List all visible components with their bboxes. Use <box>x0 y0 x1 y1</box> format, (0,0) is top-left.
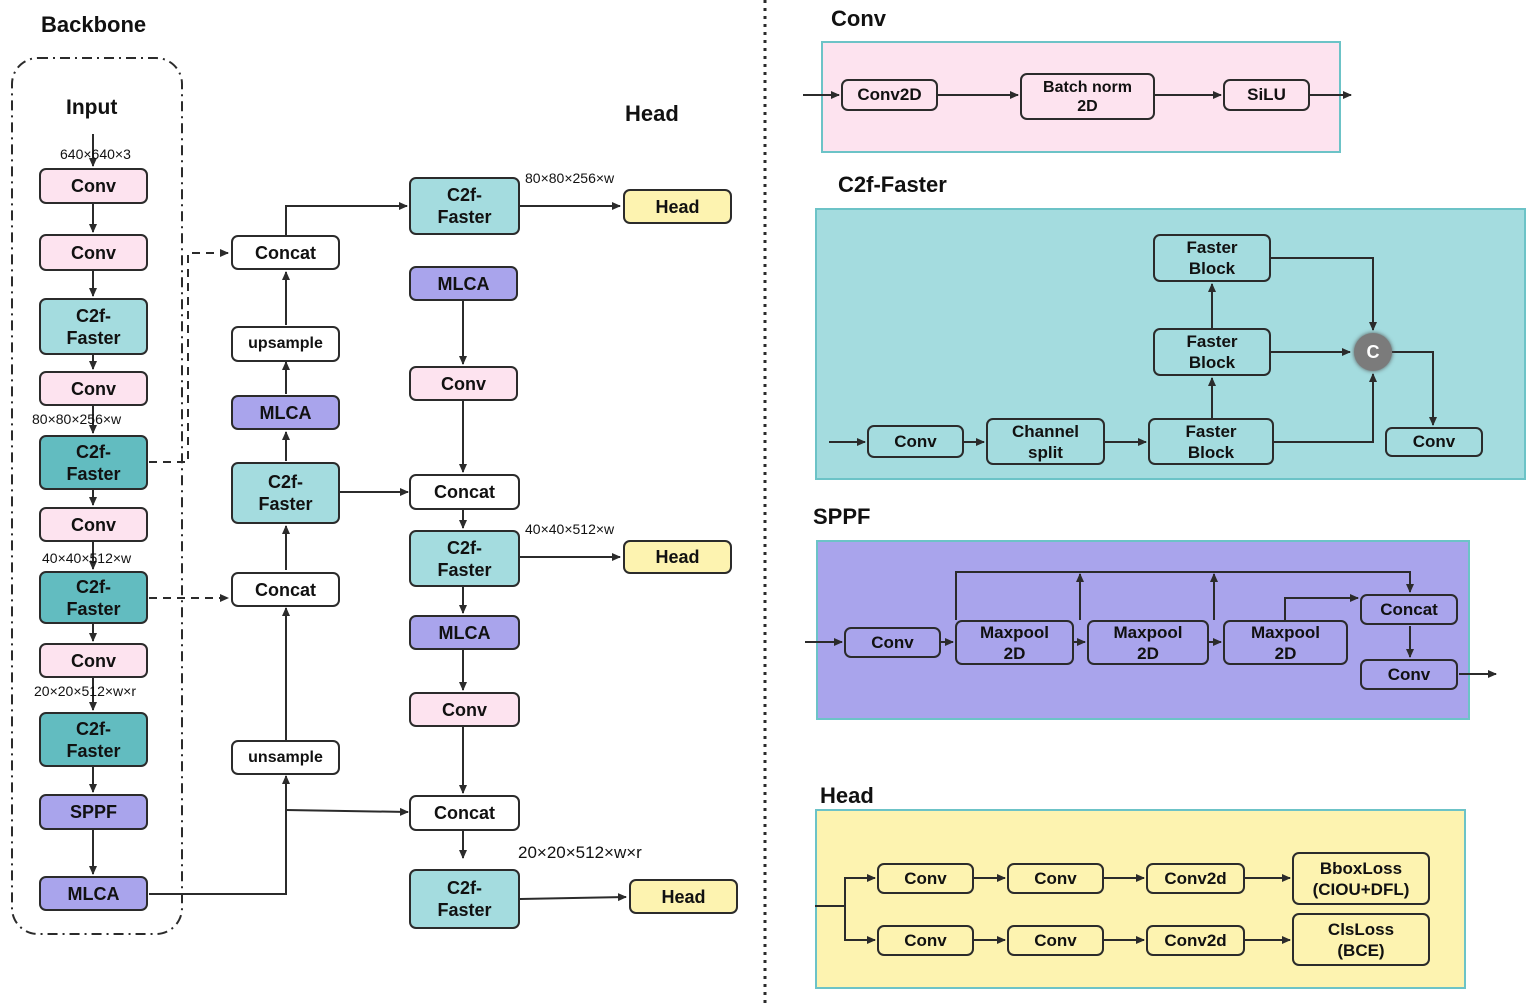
sppf-detail-conv-in: Conv <box>844 627 941 658</box>
c2f-detail-conv-out: Conv <box>1385 427 1483 457</box>
c2f-detail-faster-block-2: Faster Block <box>1153 328 1271 376</box>
head-detail-row1-conv2d: Conv2d <box>1146 863 1245 894</box>
backbone-conv-5: Conv <box>39 643 148 678</box>
input-label: Input <box>66 96 118 119</box>
head-detail-cls-loss: ClsLoss (BCE) <box>1292 913 1430 966</box>
backbone-c2f-faster-1: C2f- Faster <box>39 298 148 355</box>
sppf-detail-maxpool-1: Maxpool 2D <box>955 620 1074 665</box>
head-c2f-faster-3: C2f- Faster <box>409 869 520 929</box>
head-concat-2: Concat <box>409 795 520 831</box>
backbone-title: Backbone <box>41 12 147 37</box>
backbone-mlca: MLCA <box>39 876 148 911</box>
backbone-c2f-faster-4: C2f- Faster <box>39 712 148 767</box>
c2f-detail-concat-circle: C <box>1354 333 1392 371</box>
head-dim-1: 80×80×256×w <box>525 170 615 186</box>
head-detail-row1-conv-1: Conv <box>877 863 974 894</box>
neck-upsample: upsample <box>231 326 340 362</box>
head-detail-bbox-loss: BboxLoss (CIOU+DFL) <box>1292 852 1430 905</box>
neck-mlca: MLCA <box>231 395 340 430</box>
sppf-detail-conv-out: Conv <box>1360 659 1458 690</box>
sppf-detail-maxpool-3: Maxpool 2D <box>1223 620 1348 665</box>
head-mlca-2: MLCA <box>409 615 520 650</box>
c2f-detail-channel-split: Channel split <box>986 418 1105 465</box>
backbone-conv-4: Conv <box>39 507 148 542</box>
head-detail-row2-conv-2: Conv <box>1007 925 1104 956</box>
neck-unsample: unsample <box>231 740 340 775</box>
head-conv-1: Conv <box>409 366 518 401</box>
dim-p4: 40×40×512×w <box>42 550 132 566</box>
head-panel-title: Head <box>820 783 874 808</box>
dim-p3: 80×80×256×w <box>32 411 122 427</box>
conv-detail-silu: SiLU <box>1223 79 1310 111</box>
head-detail-row2-conv-1: Conv <box>877 925 974 956</box>
head-detail-row1-conv-2: Conv <box>1007 863 1104 894</box>
head-output-2: Head <box>623 540 732 574</box>
backbone-conv-3: Conv <box>39 371 148 406</box>
head-mlca-1: MLCA <box>409 266 518 301</box>
backbone-conv-2: Conv <box>39 234 148 271</box>
conv-detail-batchnorm: Batch norm 2D <box>1020 73 1155 120</box>
backbone-conv-1: Conv <box>39 168 148 204</box>
sppf-detail-concat: Concat <box>1360 594 1458 625</box>
c2f-panel-title: C2f-Faster <box>838 172 947 197</box>
c2f-detail-conv-in: Conv <box>867 425 964 458</box>
head-output-3: Head <box>629 879 738 914</box>
c2f-detail-faster-block-1: Faster Block <box>1148 418 1274 465</box>
head-detail-row2-conv2d: Conv2d <box>1146 925 1245 956</box>
head-dim-2: 40×40×512×w <box>525 521 615 537</box>
backbone-c2f-faster-3: C2f- Faster <box>39 571 148 624</box>
neck-c2f-faster: C2f- Faster <box>231 462 340 524</box>
head-output-1: Head <box>623 189 732 224</box>
sppf-panel-title: SPPF <box>813 504 871 529</box>
head-dim-3: 20×20×512×w×r <box>518 843 642 862</box>
sppf-detail-maxpool-2: Maxpool 2D <box>1087 620 1209 665</box>
backbone-sppf: SPPF <box>39 794 148 830</box>
head-c2f-faster-1: C2f- Faster <box>409 177 520 235</box>
conv-detail-conv2d: Conv2D <box>841 79 938 111</box>
conv-panel-title: Conv <box>831 6 886 31</box>
head-conv-2: Conv <box>409 692 520 727</box>
head-c2f-faster-2: C2f- Faster <box>409 530 520 587</box>
dim-input: 640×640×3 <box>60 146 131 162</box>
head-concat-1: Concat <box>409 474 520 510</box>
neck-concat-top: Concat <box>231 235 340 270</box>
c2f-detail-faster-block-3: Faster Block <box>1153 234 1271 282</box>
backbone-c2f-faster-2: C2f- Faster <box>39 435 148 490</box>
dim-p5: 20×20×512×w×r <box>34 683 136 699</box>
head-section-title: Head <box>625 101 679 126</box>
neck-concat-mid: Concat <box>231 572 340 607</box>
